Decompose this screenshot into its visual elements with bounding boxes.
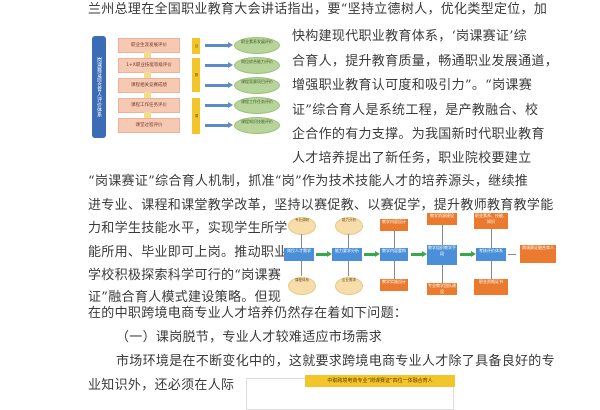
paragraph-line: 业知识外，还必须在人际 (88, 378, 235, 393)
right-arrow-icon (364, 251, 380, 257)
paragraph-line: 增强职业教育认可度和吸引力”。“岗课赛 (292, 78, 532, 93)
right-arrow-icon (205, 122, 233, 128)
diagram-side-label: 岗课赛证综合育人评价体系 (92, 36, 106, 138)
paragraph-line: 力和学生技能水平，实现学生所学 (88, 221, 288, 236)
diagram-box: 课程工作任务评价 (118, 98, 180, 113)
paragraph-line: 市场环境是在不断变化中的，这就要求跨境电商专业人才除了具备良好的专 (116, 354, 555, 369)
diagram-box: 教学内容重构 (380, 248, 408, 261)
up-arrow-icon (144, 52, 151, 58)
diagram-box: 教学内容设计 (380, 219, 408, 231)
paragraph-line: 在的中职跨境电商专业人才培养仍然存在着如下问题： (88, 306, 408, 321)
paragraph-line: “岗课赛证”综合育人机制，抓准“岗”作为技术技能人才的培养源头，继续推 (88, 174, 529, 189)
section-heading: （一）课岗脱节，专业人才较难适应市场需求 (116, 330, 383, 345)
diagram-ellipse: 课程工作任务评价 (234, 97, 280, 114)
diagram-ellipse: 课程体系 (288, 277, 316, 295)
paragraph-line: 能所用、毕业即可上岗。推动职业 (88, 245, 288, 260)
right-arrow-icon (411, 251, 427, 257)
paragraph-line: 合育人，提升教育质量，畅通职业发展通道， (292, 54, 559, 69)
diagram-box: 专业教学团队建设 (427, 283, 457, 295)
diagram-ellipse: 专业调研 (288, 217, 316, 235)
paragraph-line: 快构建现代职业教育体系，‘岗课赛证’综 (292, 29, 527, 44)
teaching-flow-diagram: 专业调研 能力分析 课程体系 企业需求 岗位人才需求 能力要求分析 教学内容设计… (282, 213, 582, 297)
diagram-ellipse: 课程知识技能评价 (234, 117, 280, 134)
diagram-box: 能力要求分析 (332, 248, 362, 261)
result-box: 岗课赛证融合育人 (520, 245, 556, 263)
diagram-box: 岗位人才需求 (284, 248, 314, 261)
paragraph-line: 证”综合育人是系统工程，是产教融合、校 (292, 103, 539, 118)
right-arrow-icon (316, 251, 332, 257)
diagram-box: 职业资格证书 (474, 279, 508, 295)
diagram-ellipse: 职业素养发展评价 (234, 37, 280, 54)
right-arrow-icon (205, 62, 233, 68)
diagram-box: 教学资源建设 (427, 213, 457, 225)
paragraph-line: 兰州总理在全国职业教育大会讲话指出，要“坚持立德树人，优化类型定位，加 (88, 2, 548, 17)
right-arrow-icon (205, 82, 233, 88)
paragraph-line: 学校积极探索科学可行的“岗课赛 (88, 268, 282, 283)
diagram-box: 职业素养、技能、知识 (474, 213, 508, 229)
diagram-title: 中职跨境电商专业“岗课赛证”四位一体融合育人 (305, 375, 455, 387)
diagram-ellipse: 课程竞赛项目评价 (234, 77, 280, 94)
diagram-box: 职业生涯发展评价 (118, 38, 180, 53)
diagram-box: 考核评价体系 (476, 248, 506, 261)
paragraph-line: 人才培养提出了新任务，职业院校要建立 (292, 151, 532, 166)
diagram-ellipse: 企业需求 (335, 277, 363, 295)
diagram-box: 教学实施设计 (380, 279, 408, 291)
evaluation-system-diagram: 岗课赛证综合育人评价体系 职业生涯发展评价 1+X职业技能等级评价 课程相关竞赛… (92, 36, 282, 142)
diagram-box: 教学组织教学手段 (427, 245, 457, 265)
diagram-box: 课程相关竞赛成绩 (118, 78, 180, 93)
diagram-tag: 课 (192, 98, 200, 134)
diagram-tag: 证 (192, 38, 200, 54)
diagram-ellipse: 岗位综合能力评价 (234, 57, 280, 74)
up-arrow-icon (144, 92, 151, 98)
paragraph-line: 证”融合育人模式建设策略。但现 (88, 290, 282, 305)
right-arrow-icon (205, 42, 233, 48)
diagram-ellipse: 能力分析 (335, 217, 363, 235)
diagram-tag: 赛 (192, 58, 200, 92)
paragraph-line: 企合作的有力支撑。为我国新时代职业教育 (292, 127, 545, 142)
right-arrow-icon (460, 251, 476, 257)
right-arrow-icon (205, 102, 233, 108)
up-arrow-icon (144, 72, 151, 78)
paragraph-line: 进专业、课程和课堂教学改革，坚持以赛促教、以赛促学，提升教师教育教学能 (88, 198, 554, 213)
diagram-box: 课堂过程评价 (118, 118, 180, 133)
diagram-box: 1+X职业技能等级评价 (118, 58, 180, 73)
up-arrow-icon (144, 112, 151, 118)
integration-diagram: 中职跨境电商专业“岗课赛证”四位一体融合育人 (246, 375, 455, 410)
